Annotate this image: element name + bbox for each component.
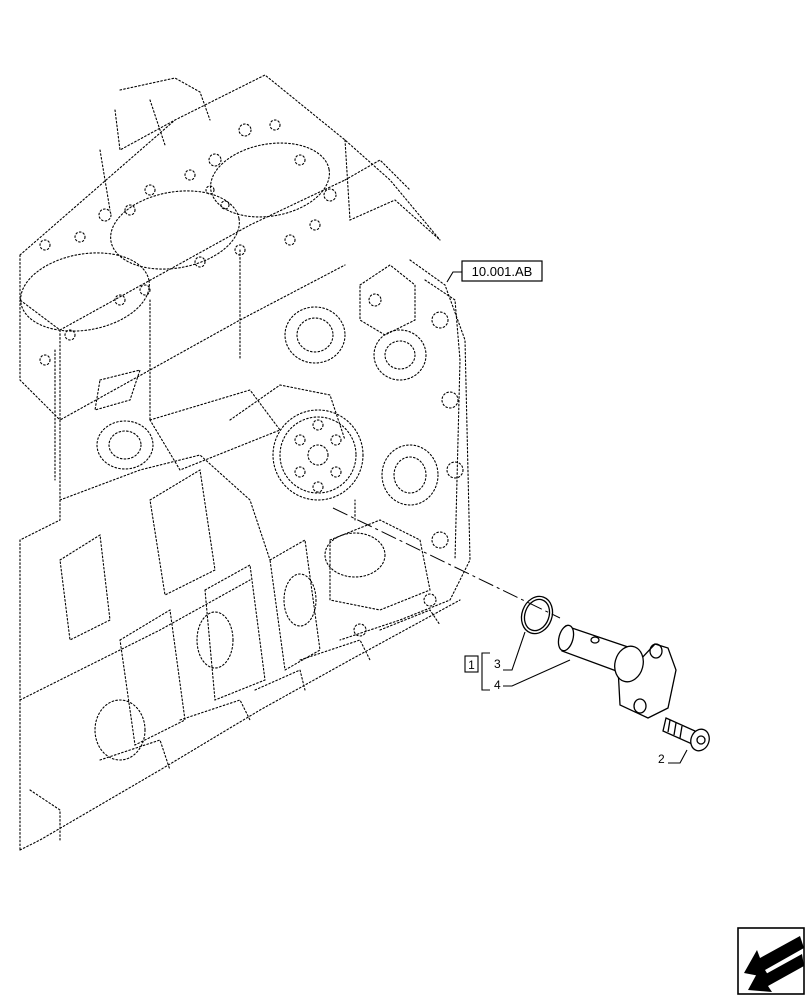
kit-callout: 1 [464,652,490,691]
reference-label: 10.001.AB [472,264,533,279]
suction-pipe-part [557,624,677,719]
drive-gear-phantom [272,409,364,501]
callout-number-3: 3 [494,657,501,671]
o-ring-part [520,595,554,635]
next-page-arrow-icon[interactable] [737,927,805,995]
kit-index: 1 [468,658,475,672]
screw-part [662,717,710,752]
engine-block-phantom [19,74,471,851]
callout-number-4: 4 [494,678,501,692]
callout-o-ring: 3 [494,631,526,671]
callout-pipe: 4 [494,659,571,692]
callout-number-2: 2 [658,752,665,766]
assembly-axis-line [332,507,561,619]
callout-screw: 2 [658,749,688,766]
head-bolt-holes [39,119,337,366]
reference-callout: 10.001.AB [446,260,543,283]
